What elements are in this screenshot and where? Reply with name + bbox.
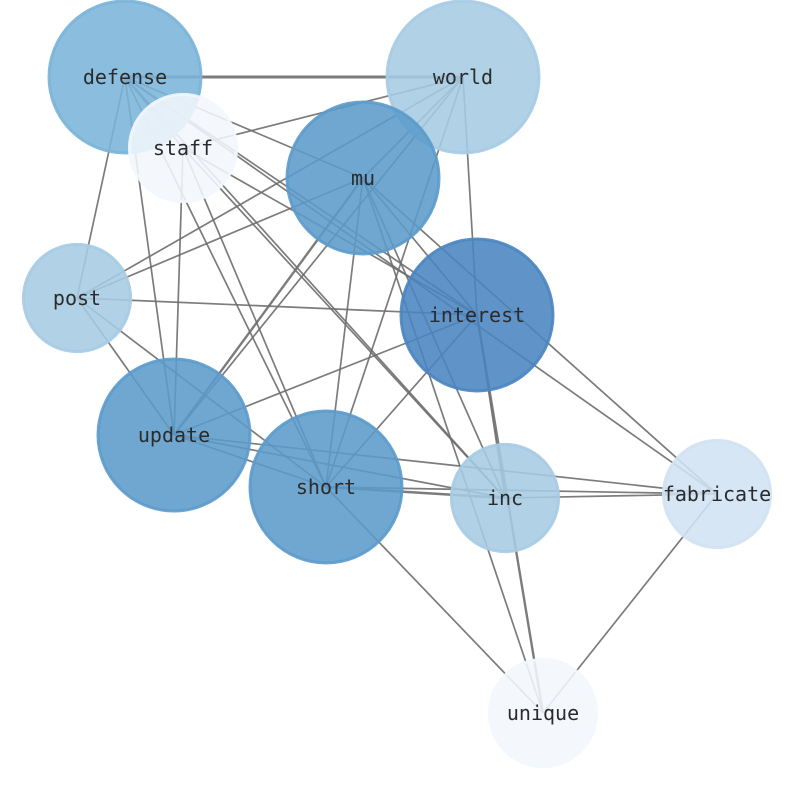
- node-label-mu: mu: [351, 166, 375, 190]
- node-world: world: [385, 0, 541, 155]
- node-label-fabricate: fabricate: [663, 482, 771, 506]
- node-staff: staff: [127, 92, 239, 204]
- node-unique: unique: [487, 657, 599, 769]
- node-circle-interest: [399, 237, 555, 393]
- node-mu: mu: [285, 100, 441, 256]
- node-short: short: [248, 409, 404, 565]
- node-circle-short: [248, 409, 404, 565]
- node-label-interest: interest: [429, 303, 525, 327]
- node-update: update: [96, 357, 252, 513]
- node-label-unique: unique: [507, 701, 579, 725]
- node-label-update: update: [138, 423, 210, 447]
- node-circle-post: [21, 242, 133, 354]
- node-inc: inc: [449, 442, 561, 554]
- node-circle-fabricate: [661, 438, 773, 550]
- node-circle-unique: [487, 657, 599, 769]
- node-label-post: post: [53, 286, 101, 310]
- node-fabricate: fabricate: [661, 438, 773, 550]
- node-circle-mu: [285, 100, 441, 256]
- node-circle-update: [96, 357, 252, 513]
- node-label-short: short: [296, 475, 356, 499]
- node-label-staff: staff: [153, 136, 213, 160]
- node-circle-inc: [449, 442, 561, 554]
- edge-mu-unique: [362, 177, 544, 714]
- node-label-defense: defense: [83, 65, 167, 89]
- node-label-inc: inc: [487, 486, 523, 510]
- node-circle-world: [385, 0, 541, 155]
- node-circle-staff: [127, 92, 239, 204]
- node-interest: interest: [399, 237, 555, 393]
- node-label-world: world: [433, 65, 493, 89]
- node-layer: defense world staff mu post interest update sho…: [21, 0, 773, 769]
- node-post: post: [21, 242, 133, 354]
